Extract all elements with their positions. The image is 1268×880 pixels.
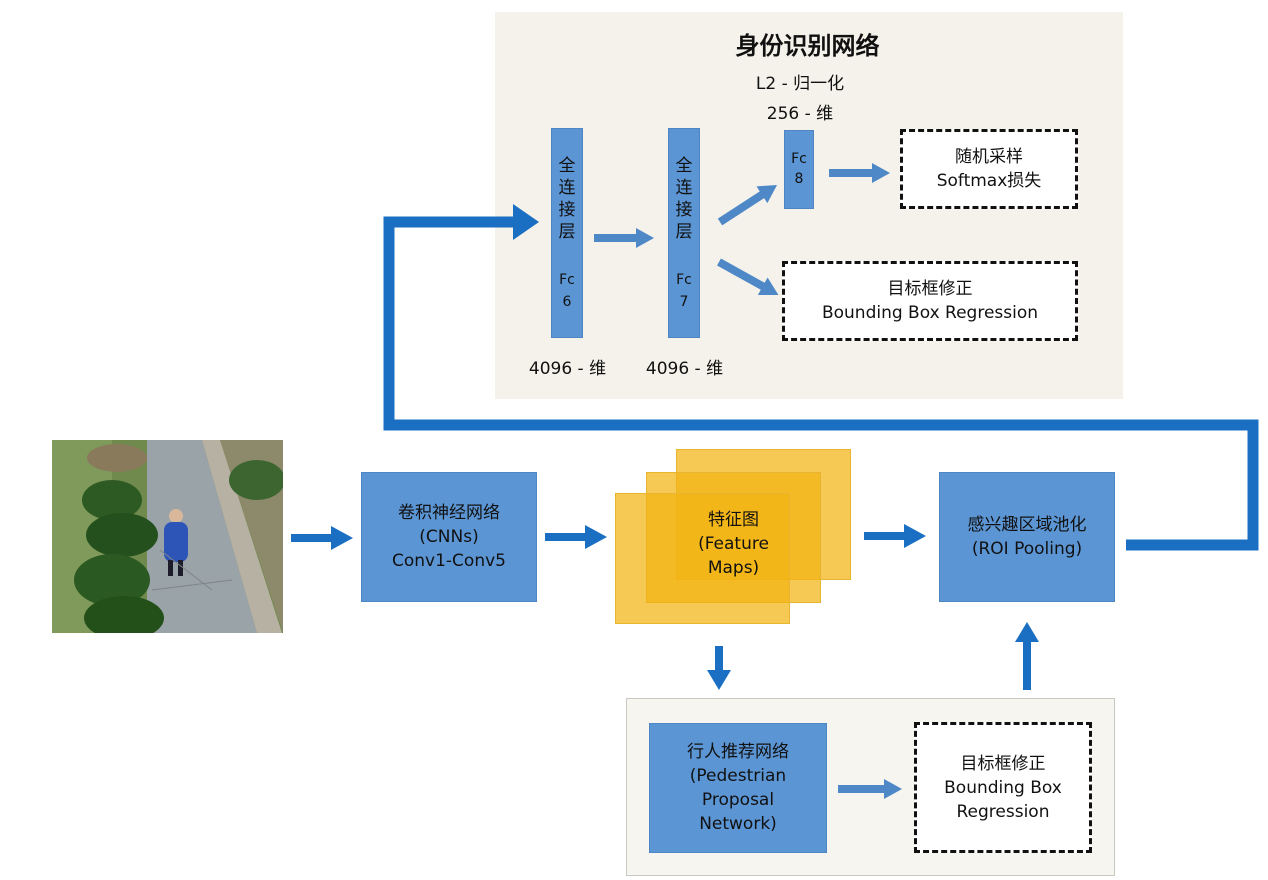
fc6-char: 接 bbox=[558, 200, 576, 220]
identity-network-title: 身份识别网络 bbox=[735, 32, 880, 60]
pedestrian-line: Network) bbox=[699, 814, 777, 834]
arrow bbox=[717, 184, 778, 226]
fc8-name-line: 8 bbox=[794, 171, 804, 187]
feature-maps-line: 特征图 bbox=[708, 510, 759, 530]
softmax-loss-box: 随机采样 Softmax损失 bbox=[900, 129, 1078, 209]
fc8-dim-label: 256 - 维 bbox=[766, 104, 834, 124]
bottom-bbox-regression-box: 目标框修正 Bounding Box Regression bbox=[914, 722, 1092, 853]
fc6-name: Fc 6 bbox=[559, 269, 575, 313]
fc8-name: Fc 8 bbox=[791, 149, 807, 189]
arrow bbox=[838, 779, 902, 799]
fc6-name-line: 6 bbox=[562, 294, 572, 310]
roi-to-identity-arrowhead bbox=[513, 204, 539, 240]
softmax-line: 随机采样 bbox=[955, 147, 1023, 167]
roi-line: (ROI Pooling) bbox=[971, 539, 1083, 559]
arrow bbox=[291, 526, 353, 550]
arrow bbox=[594, 228, 654, 248]
fc6-layer: 全 连 接 层 Fc 6 bbox=[551, 128, 583, 338]
bottom-bbox-line: Bounding Box bbox=[944, 777, 1062, 798]
arrow bbox=[717, 258, 779, 295]
fc7-name-line: Fc bbox=[676, 272, 692, 288]
fc6-name-line: Fc bbox=[559, 272, 575, 288]
arrow bbox=[707, 646, 731, 690]
arrow bbox=[545, 525, 607, 549]
bottom-bbox-line: Regression bbox=[956, 801, 1050, 822]
fc7-chinese-label: 全 连 接 层 bbox=[676, 155, 693, 243]
pedestrian-line: Proposal bbox=[701, 790, 775, 810]
bottom-bbox-line: 目标框修正 bbox=[960, 753, 1046, 774]
fc7-layer: 全 连 接 层 Fc 7 bbox=[668, 128, 700, 338]
fc8-layer: Fc 8 bbox=[784, 130, 814, 209]
fc6-char: 全 bbox=[558, 156, 576, 176]
cnn-box: 卷积神经网络 (CNNs) Conv1-Conv5 bbox=[361, 472, 537, 602]
cnn-line: 卷积神经网络 bbox=[398, 503, 500, 523]
input-photo-drawing bbox=[52, 440, 283, 633]
pedestrian-line: 行人推荐网络 bbox=[687, 742, 789, 762]
arrow bbox=[864, 524, 926, 548]
input-photo bbox=[52, 440, 283, 633]
bbox-line: Bounding Box Regression bbox=[821, 303, 1039, 323]
pedestrian-proposal-box: 行人推荐网络 (Pedestrian Proposal Network) bbox=[649, 723, 827, 853]
fc7-char: 层 bbox=[675, 222, 693, 242]
roi-line: 感兴趣区域池化 bbox=[967, 515, 1087, 535]
roi-pooling-box: 感兴趣区域池化 (ROI Pooling) bbox=[939, 472, 1115, 602]
fc7-char: 接 bbox=[675, 200, 693, 220]
fc7-dim-label: 4096 - 维 bbox=[645, 359, 724, 379]
feature-map-front bbox=[615, 493, 790, 624]
fc7-char: 全 bbox=[675, 156, 693, 176]
fc8-name-line: Fc bbox=[791, 151, 807, 167]
fc7-char: 连 bbox=[675, 178, 693, 198]
fc6-chinese-label: 全 连 接 层 bbox=[559, 155, 576, 243]
feature-maps-label: 特征图 (Feature Maps) bbox=[646, 508, 821, 580]
roi-to-identity-connector bbox=[383, 216, 1259, 551]
fc6-dim-label: 4096 - 维 bbox=[528, 359, 607, 379]
feature-maps-line: (Feature bbox=[698, 534, 769, 554]
arrow bbox=[829, 163, 890, 183]
pedestrian-line: (Pedestrian bbox=[689, 766, 787, 786]
top-bbox-regression-box: 目标框修正 Bounding Box Regression bbox=[782, 261, 1078, 341]
fc7-name: Fc 7 bbox=[676, 269, 692, 313]
fc6-char: 连 bbox=[558, 178, 576, 198]
cnn-line: (CNNs) bbox=[419, 527, 479, 547]
fc7-name-line: 7 bbox=[679, 294, 689, 310]
l2-norm-label: L2 - 归一化 bbox=[755, 74, 845, 94]
feature-maps-line: Maps) bbox=[707, 558, 760, 578]
arrow bbox=[1015, 622, 1039, 690]
cnn-line: Conv1-Conv5 bbox=[392, 551, 506, 571]
softmax-line: Softmax损失 bbox=[936, 171, 1042, 191]
bbox-line: 目标框修正 bbox=[887, 279, 973, 299]
fc6-char: 层 bbox=[558, 222, 576, 242]
